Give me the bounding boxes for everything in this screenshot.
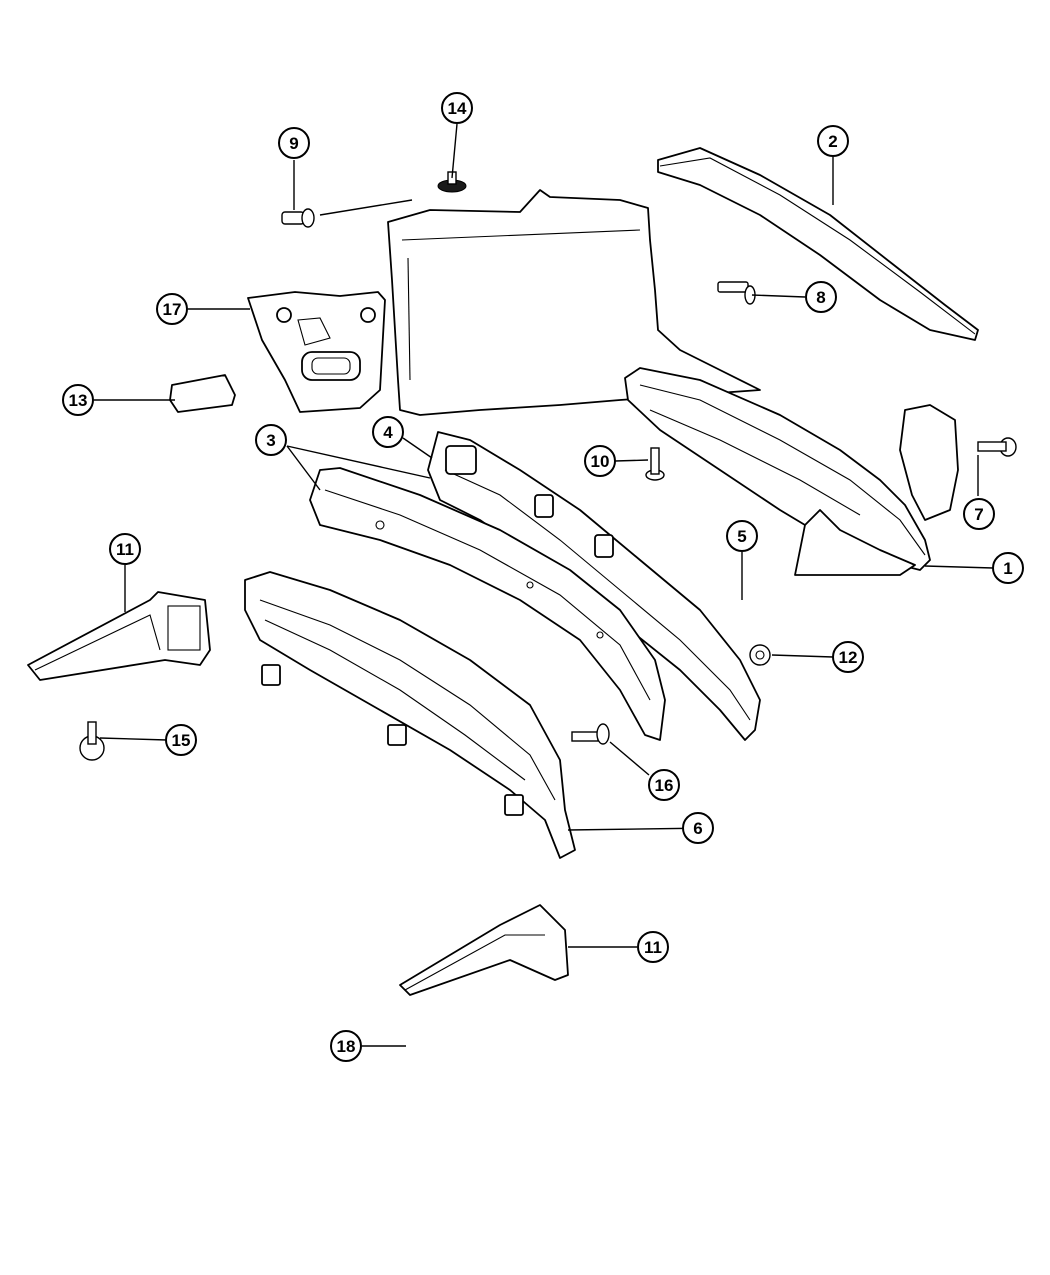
side-bracket-part [247, 291, 386, 413]
callout-label: 13 [69, 391, 88, 410]
callout-label: 10 [591, 452, 610, 471]
callout-label: 15 [172, 731, 191, 750]
callout-11-lower: 11 [637, 931, 669, 963]
fastener-16 [571, 723, 610, 745]
callout-label: 5 [737, 527, 746, 546]
callout-label: 17 [163, 300, 182, 319]
callout-13: 13 [62, 384, 94, 416]
callout-label: 3 [266, 431, 275, 450]
lower-absorber-part [244, 571, 576, 859]
fastener-10 [645, 447, 665, 481]
callout-8: 8 [805, 281, 837, 313]
callout-18: 18 [330, 1030, 362, 1062]
leader-lines [94, 123, 994, 1047]
callout-label: 9 [289, 134, 298, 153]
pad-part [169, 374, 236, 413]
bumper-fascia-part [387, 189, 761, 416]
fastener-9 [281, 208, 315, 228]
callout-9: 9 [278, 127, 310, 159]
mounting-bracket-left-part [27, 591, 211, 681]
callout-14: 14 [441, 92, 473, 124]
callout-5: 5 [726, 520, 758, 552]
callout-10: 10 [584, 445, 616, 477]
callout-label: 6 [693, 819, 702, 838]
callout-label: 2 [828, 132, 837, 151]
callout-label: 11 [644, 938, 662, 957]
callout-7: 7 [963, 498, 995, 530]
callout-15: 15 [165, 724, 197, 756]
callout-3: 3 [255, 424, 287, 456]
callout-17: 17 [156, 293, 188, 325]
callout-label: 18 [337, 1037, 356, 1056]
lower-fascia-part [624, 367, 959, 576]
callout-2: 2 [817, 125, 849, 157]
callout-4: 4 [372, 416, 404, 448]
callout-6: 6 [682, 812, 714, 844]
callout-label: 1 [1003, 559, 1012, 578]
callout-label: 14 [448, 99, 467, 118]
callout-label: 8 [816, 288, 825, 307]
callout-label: 12 [839, 648, 858, 667]
callout-16: 16 [648, 769, 680, 801]
mounting-bracket-right-part [399, 904, 569, 996]
grille-strip-part [657, 147, 979, 341]
callout-label: 7 [974, 505, 983, 524]
callout-label: 16 [655, 776, 674, 795]
callout-11-upper: 11 [109, 533, 141, 565]
fastener-12 [749, 644, 771, 666]
energy-absorber-part [427, 431, 761, 741]
fastener-15 [79, 721, 105, 761]
reinforcement-beam-part [309, 467, 666, 741]
fastener-7 [977, 437, 1017, 457]
fastener-8 [717, 281, 756, 305]
callout-label: 4 [383, 423, 393, 442]
callout-label: 11 [116, 540, 134, 559]
callout-1: 1 [992, 552, 1024, 584]
callout-12: 12 [832, 641, 864, 673]
